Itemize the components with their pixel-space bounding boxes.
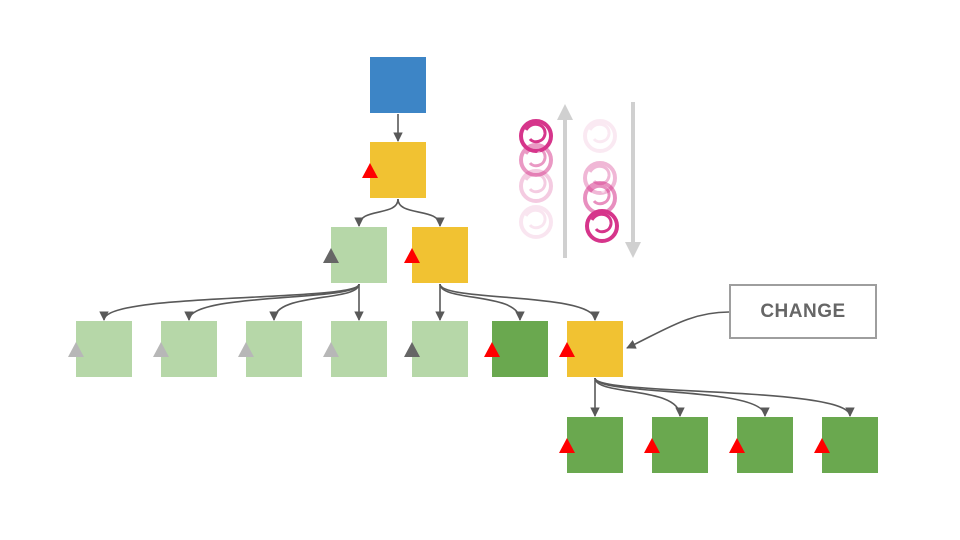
triangle-marker-icon (559, 342, 575, 357)
triangle-marker-icon (404, 248, 420, 263)
triangle-marker-icon (323, 342, 339, 357)
triangle-marker-icon (814, 438, 830, 453)
tree-node-l3a (76, 321, 132, 377)
tree-edge (99, 283, 360, 321)
tree-node-l4c (737, 417, 793, 473)
triangle-marker-icon (404, 342, 420, 357)
tree-node-l3f (492, 321, 548, 377)
triangle-marker-icon (153, 342, 169, 357)
tree-edge (439, 283, 525, 321)
tree-node-l4b (652, 417, 708, 473)
tree-edge (354, 198, 399, 227)
tree-edge (439, 283, 600, 321)
tree-node-l2a (331, 227, 387, 283)
triangle-marker-icon (484, 342, 500, 357)
tree-edge (594, 377, 685, 417)
change-callout-arrow (626, 311, 730, 349)
tree-edge (594, 377, 770, 417)
tree-edge (594, 377, 855, 417)
tree-edge (397, 198, 445, 227)
change-label: CHANGE (760, 300, 846, 322)
change-callout: CHANGE (729, 284, 877, 339)
triangle-marker-icon (68, 342, 84, 357)
tree-node-l4a (567, 417, 623, 473)
triangle-marker-icon (362, 163, 378, 178)
triangle-marker-icon (238, 342, 254, 357)
triangle-marker-icon (729, 438, 745, 453)
triangle-marker-icon (323, 248, 339, 263)
triangle-marker-icon (559, 438, 575, 453)
tree-edge (269, 283, 360, 321)
tree-node-l3c (246, 321, 302, 377)
tree-node-l2b (412, 227, 468, 283)
tree-node-l3d (331, 321, 387, 377)
tree-node-l4d (822, 417, 878, 473)
tree-node-l1 (370, 142, 426, 198)
triangle-marker-icon (644, 438, 660, 453)
tree-node-l3g (567, 321, 623, 377)
root-node (370, 57, 426, 113)
tree-node-l3b (161, 321, 217, 377)
tree-node-l3e (412, 321, 468, 377)
tree-edge (184, 283, 360, 321)
